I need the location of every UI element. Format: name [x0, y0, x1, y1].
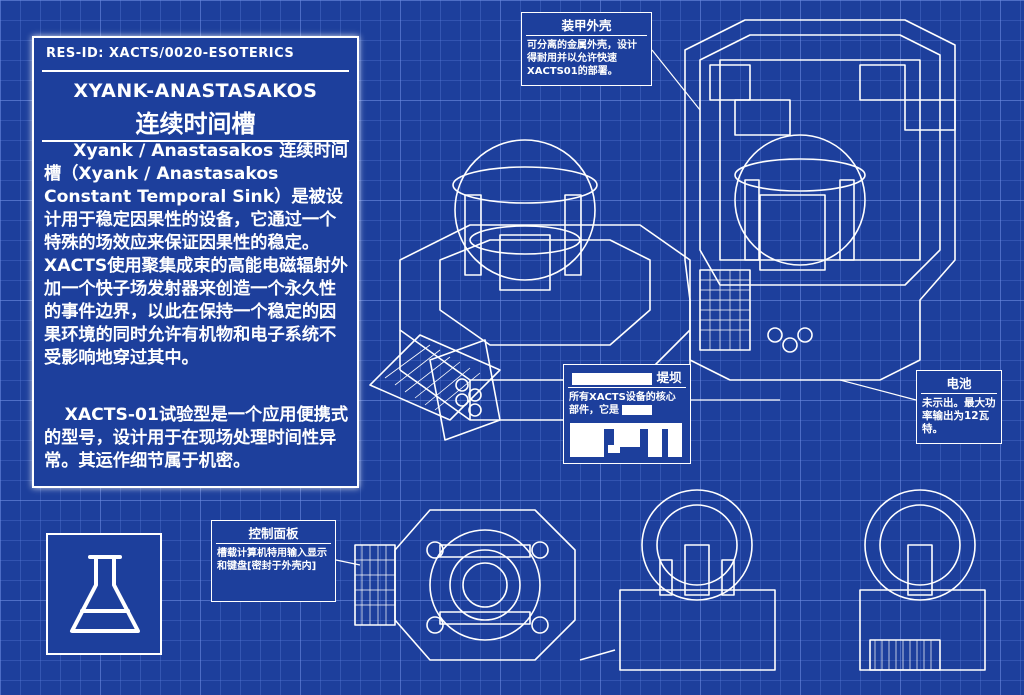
- lab-badge: [46, 533, 162, 655]
- callout-armor-shell: 装甲外壳 可分离的金属外壳，设计得耐用并以允许快速XACTS01的部署。: [521, 12, 652, 86]
- redaction-bar: [622, 405, 653, 415]
- device-side-view: [859, 489, 986, 671]
- callout-body: 槽载计算机特用输入显示和键盘[密封于外壳内]: [217, 548, 327, 572]
- resource-id: RES-ID: XACTS/0020-ESOTERICS: [46, 46, 295, 61]
- callout-title: 控制面板: [216, 521, 331, 544]
- device-top-view: [354, 509, 576, 661]
- title-english: XYANK-ANASTASAKOS: [73, 80, 318, 102]
- callout-title: 堤坝: [568, 365, 686, 388]
- description-text-2: XACTS-01试验型是一个应用便携式的型号，设计用于在现场处理时间性异常。其运…: [44, 405, 349, 471]
- callout-title: 装甲外壳: [526, 13, 647, 36]
- callout-battery: 电池 未示出。最大功率输出为12瓦特。: [916, 370, 1002, 444]
- title-chinese: 连续时间槽: [135, 110, 256, 138]
- device-front-view: [579, 489, 776, 671]
- redaction-bar: [572, 372, 653, 385]
- title-block: XYANK-ANASTASAKOS 连续时间槽: [42, 70, 349, 142]
- callout-dam: 堤坝 所有XACTS设备的核心部件，它是: [563, 364, 691, 464]
- callout-title-suffix: 堤坝: [656, 370, 682, 385]
- leader-lines: [335, 49, 917, 566]
- redacted-region: [568, 419, 686, 463]
- callout-body: 可分离的金属外壳，设计得耐用并以允许快速XACTS01的部署。: [527, 40, 637, 77]
- callout-control-panel: 控制面板 槽载计算机特用输入显示和键盘[密封于外壳内]: [211, 520, 336, 602]
- callout-title: 电池: [921, 371, 997, 394]
- device-armored-view: [684, 19, 956, 381]
- callout-body: 所有XACTS设备的核心部件，它是: [569, 392, 676, 416]
- callout-body: 未示出。最大功率输出为12瓦特。: [922, 397, 996, 435]
- description-text: Xyank / Anastasakos 连续时间槽（Xyank / Anasta…: [44, 141, 348, 368]
- flask-icon: [70, 555, 140, 633]
- info-panel: RES-ID: XACTS/0020-ESOTERICS XYANK-ANAST…: [32, 36, 359, 488]
